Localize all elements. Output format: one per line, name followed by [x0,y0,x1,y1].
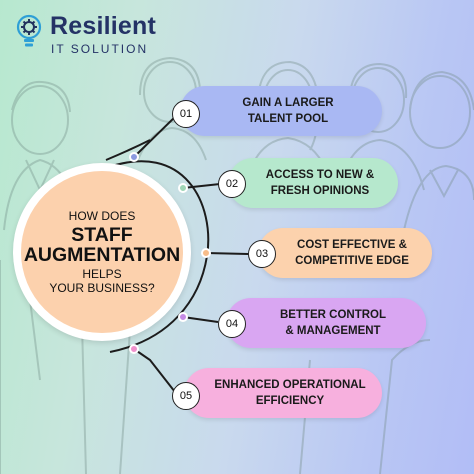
benefit-label-01: GAIN A LARGER TALENT POOL [242,97,334,125]
benefit-number-04: 04 [218,310,246,338]
connector-dot-03 [201,248,211,258]
connector-line-02 [182,183,221,189]
benefit-pill-03: COST EFFECTIVE & COMPETITIVE EDGE [258,228,432,278]
connector-line-01 [133,113,179,158]
benefit-number-05: 05 [172,382,200,410]
benefit-pill-05: ENHANCED OPERATIONAL EFFICIENCY [184,368,382,418]
hub-question: HOW DOES STAFF AUGMENTATION HELPS YOUR B… [21,209,183,295]
brand-subtitle: IT SOLUTION [51,42,149,56]
hub-line-3: AUGMENTATION [23,244,181,266]
hub-line-1: HOW DOES [68,209,136,223]
connector-line-03 [205,252,249,255]
benefit-number-01: 01 [172,100,200,128]
benefit-label-03: COST EFFECTIVE & COMPETITIVE EDGE [295,239,409,267]
benefit-pill-01: GAIN A LARGER TALENT POOL [180,86,382,136]
brand-name: Resilient [50,12,156,40]
hub-line-2: STAFF [71,224,133,246]
benefit-label-05: ENHANCED OPERATIONAL EFFICIENCY [214,379,366,407]
hub-circle [21,171,183,333]
lightbulb-gear-icon [16,14,42,47]
benefit-number-03: 03 [248,240,276,268]
benefit-label-04: BETTER CONTROL & MANAGEMENT [279,309,387,337]
brand-logo: Resilient IT SOLUTION [14,12,164,56]
benefit-pill-02: ACCESS TO NEW & FRESH OPINIONS [228,158,398,208]
benefit-pill-04: BETTER CONTROL & MANAGEMENT [226,298,426,348]
benefit-label-02: ACCESS TO NEW & FRESH OPINIONS [265,169,375,197]
benefit-number-02: 02 [218,170,246,198]
connector-line-05 [133,348,176,393]
connector-dot-01 [129,152,139,162]
hub-line-4: HELPS [82,267,122,281]
connector-dot-04 [178,312,188,322]
connector-dot-02 [178,183,188,193]
connector-line-04 [182,316,219,323]
connector-dot-05 [129,344,139,354]
hub-line-5: YOUR BUSINESS? [49,281,155,295]
